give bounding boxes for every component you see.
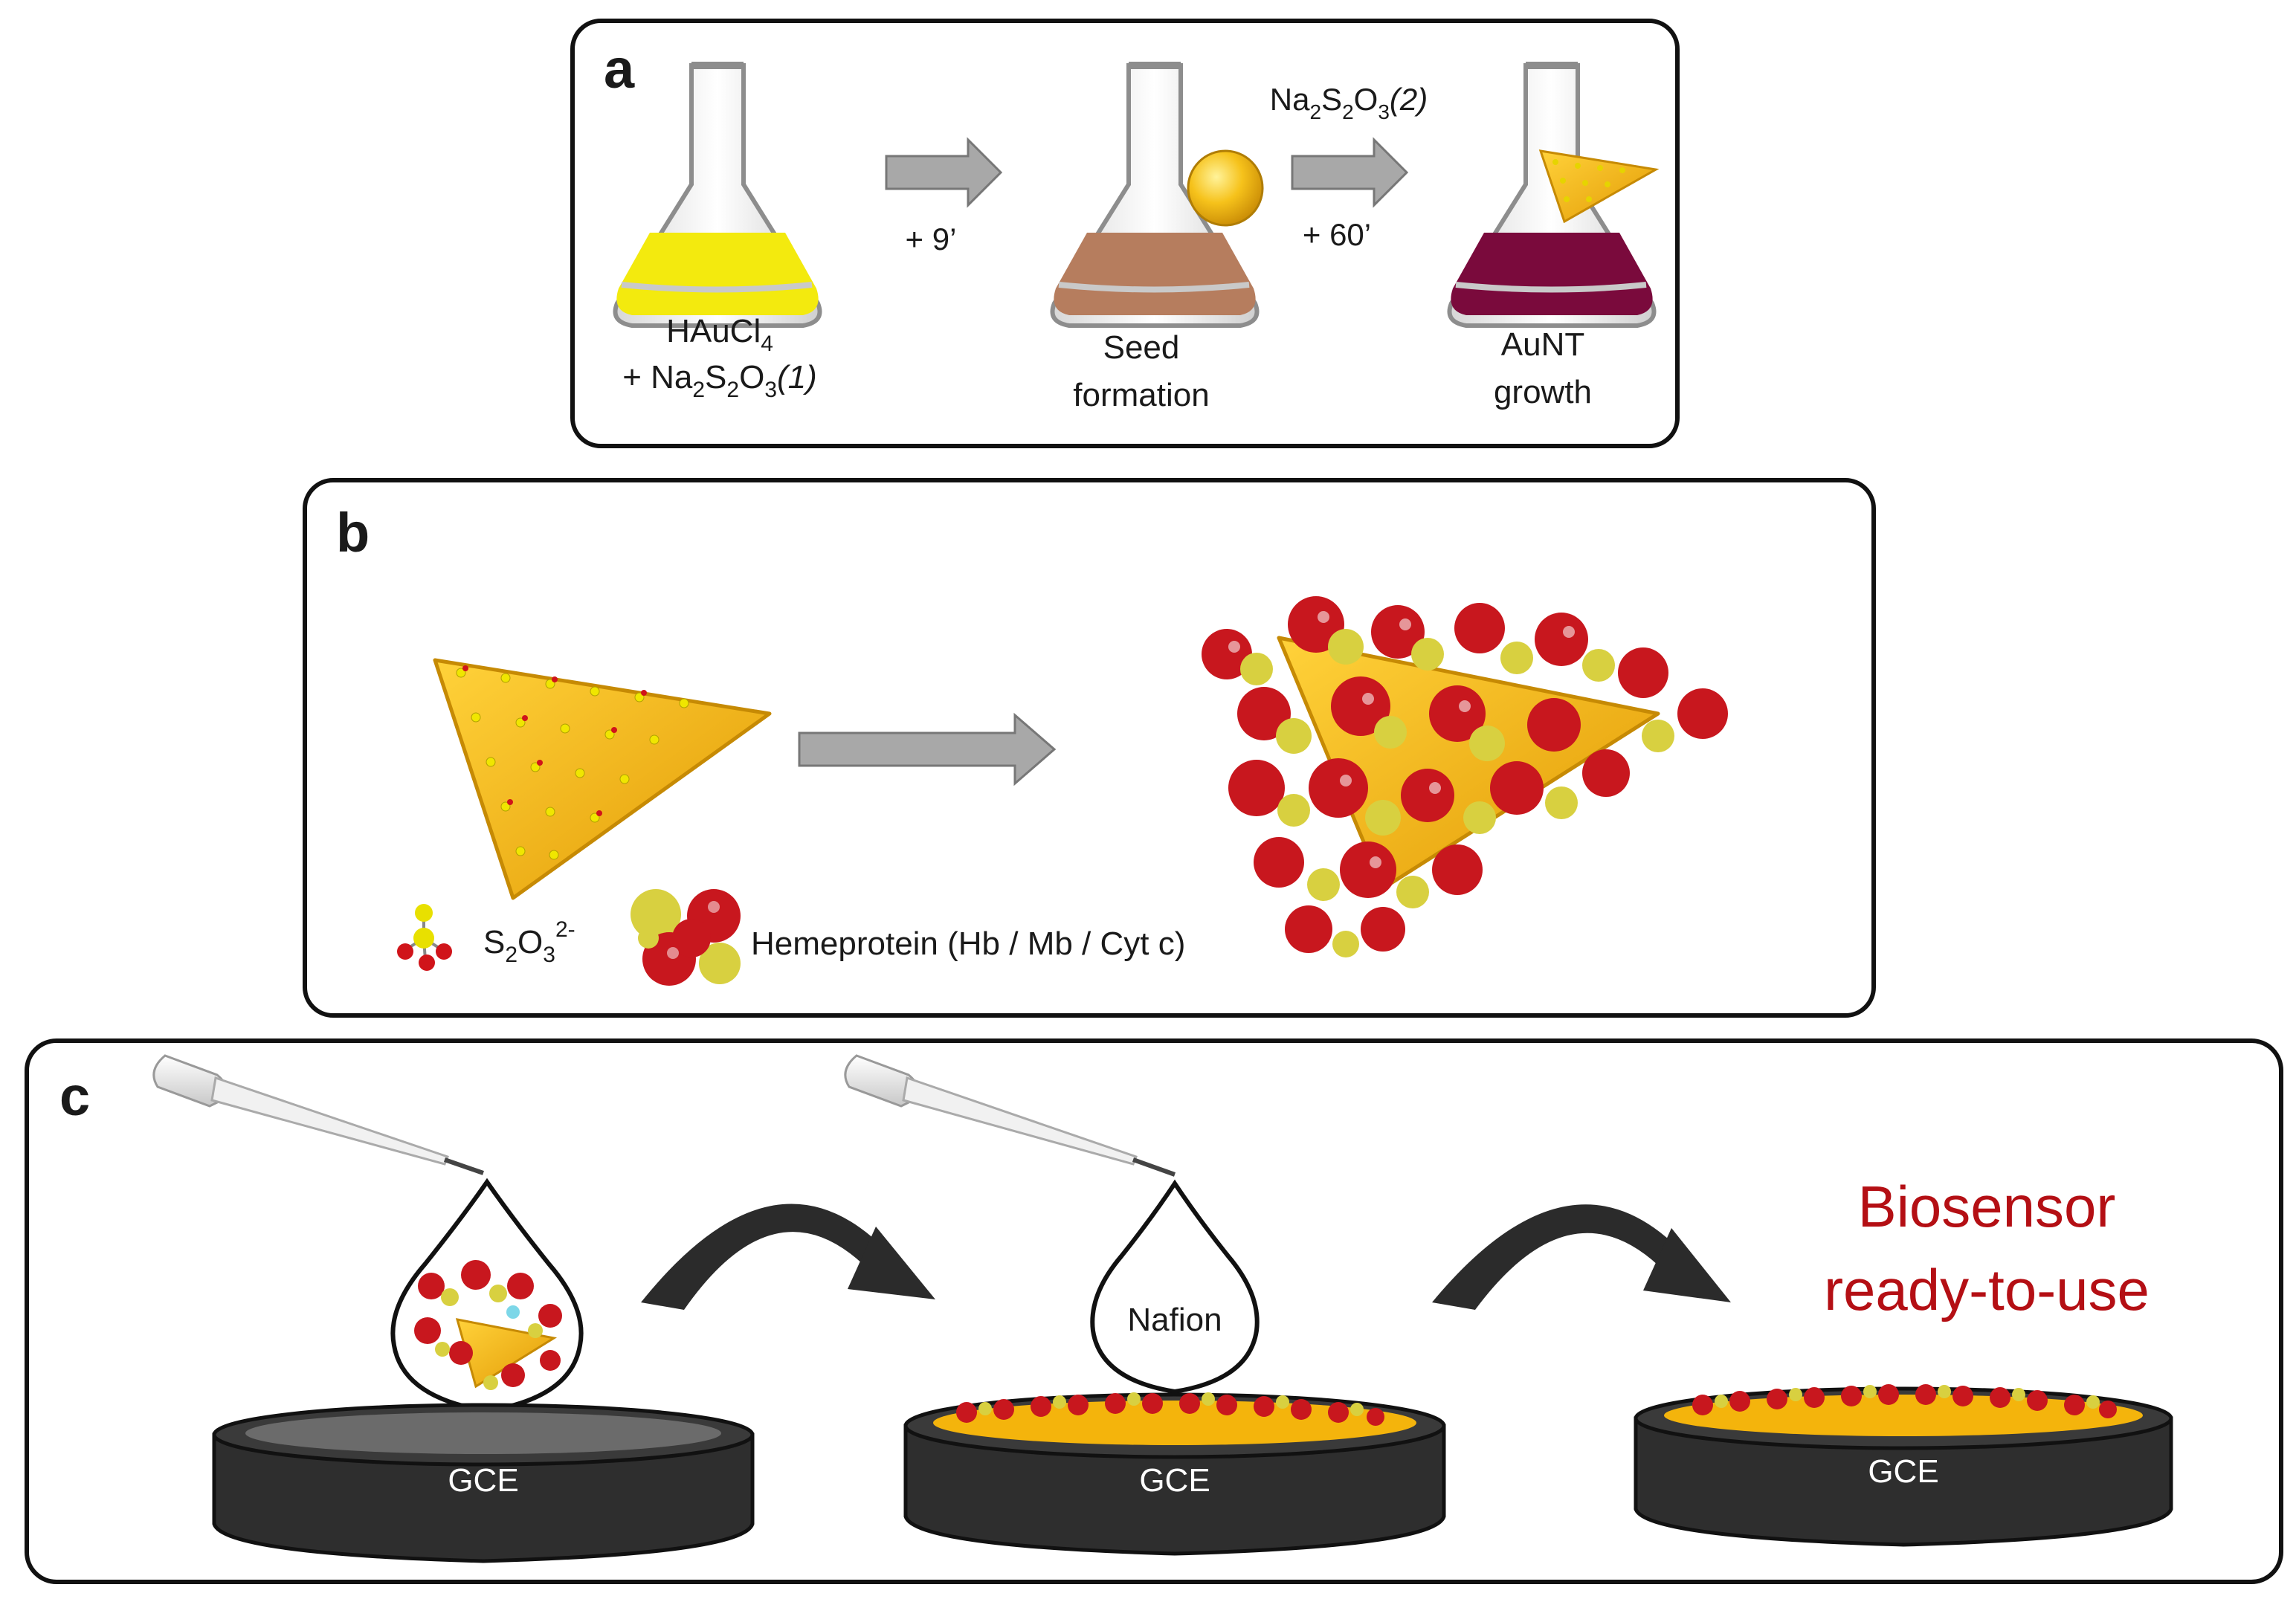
electrode-2-protein-layer [956, 1392, 1384, 1426]
final-label-line2: ready-to-use [1824, 1257, 2150, 1322]
hemeprotein-icon [631, 889, 741, 986]
drop-nafion-label: Nafion [1127, 1302, 1222, 1338]
electrode-2 [903, 1392, 1446, 1556]
arrow-a1-label: + 9’ [906, 222, 957, 256]
electrode-3-protein-layer [1692, 1384, 2117, 1418]
arrow-a2 [1291, 137, 1409, 208]
pipette-2 [844, 1054, 1176, 1177]
flask-2 [1050, 62, 1264, 328]
flask-3-solution [1451, 233, 1653, 315]
electrode-3 [1634, 1384, 2173, 1547]
flask-2-label-line2: formation [1073, 377, 1209, 413]
panel-b-letter: b [336, 502, 370, 563]
final-label-line1: Biosensor [1858, 1174, 2116, 1239]
electrode-1-surface [245, 1412, 721, 1454]
arrow-a2-label: + 60’ [1303, 217, 1371, 252]
drop-with-bioconjugates [390, 1178, 584, 1414]
pipette-1 [152, 1054, 484, 1175]
flask-1-label-line1: HAuCl4 [666, 313, 773, 356]
arrow-a2-top-label: Na2S2O3(2) [1270, 82, 1428, 123]
gold-nanotriangle-thiosulfate [433, 658, 772, 900]
electrode-3-label: GCE [1868, 1453, 1938, 1490]
legend-hemeprotein-label: Hemeprotein (Hb / Mb / Cyt c) [751, 926, 1185, 962]
gold-seed-sphere [1187, 149, 1264, 227]
gold-nanotriangle-small [1538, 149, 1660, 224]
protein-clusters [1202, 596, 1728, 957]
arrow-b [798, 712, 1057, 786]
panel-a-letter: a [604, 38, 635, 100]
curved-arrow-2 [1432, 1204, 1731, 1310]
curved-arrow-1 [641, 1204, 935, 1310]
flask-2-label-line1: Seed [1103, 329, 1180, 366]
electrode-1 [212, 1403, 755, 1563]
electrode-2-label: GCE [1139, 1462, 1210, 1499]
flask-1-label-line2: + Na2S2O3(1) [622, 359, 817, 402]
flask-1 [613, 62, 822, 328]
legend-thiosulfate-label: S2O32- [483, 917, 575, 967]
thiosulfate-molecule-icon [397, 904, 452, 971]
flask-1-solution [616, 233, 819, 315]
arrow-a1 [885, 137, 1003, 208]
flask-3 [1447, 62, 1660, 328]
electrode-1-label: GCE [448, 1462, 518, 1499]
drop-nafion [1090, 1179, 1260, 1395]
flask-3-label-line2: growth [1494, 374, 1592, 410]
thiosulfate-dots [456, 668, 689, 860]
protein-coated-nanotriangle [1202, 596, 1728, 957]
panel-c-letter: c [59, 1065, 90, 1127]
flask-3-label-line1: AuNT [1501, 326, 1584, 363]
flask-2-solution [1054, 233, 1256, 315]
